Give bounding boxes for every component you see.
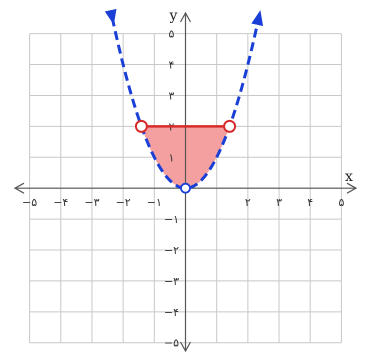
x-tick-label: −۳ [84, 196, 99, 209]
y-tick-label: ۵ [169, 28, 175, 41]
x-tick-label: −۵ [22, 196, 37, 209]
y-tick-label: ۳ [169, 89, 175, 102]
y-tick-label: ۱ [169, 151, 175, 164]
x-tick-label: ۵ [338, 196, 344, 209]
x-axis-arrow-left [13, 182, 25, 194]
x-tick-label: −۲ [116, 196, 131, 209]
x-tick-label: −۴ [53, 196, 68, 209]
x-tick-label: ۲ [245, 196, 251, 209]
x-tick-label: ۳ [276, 196, 282, 209]
x-axis-arrow-right [346, 182, 358, 194]
tick-labels: −۵−۴−۳−۲−۱۲۳۴۵۵۴۳۲۱−۱−۲−۳−۴−۵ [22, 28, 344, 350]
x-tick-label: −۱ [147, 196, 162, 209]
y-tick-label: −۳ [164, 275, 179, 288]
axes [13, 11, 358, 353]
y-tick-label: ۴ [169, 59, 175, 72]
y-tick-label: −۲ [164, 244, 179, 257]
origin-open-point [180, 182, 191, 194]
segment-right-endpoint [223, 119, 237, 133]
y-axis-arrow-bottom [179, 341, 192, 353]
y-tick-label: −۴ [164, 306, 179, 319]
y-tick-label: −۱ [164, 213, 179, 226]
segment-left-endpoint [134, 119, 148, 133]
x-axis-label: x [345, 169, 353, 185]
x-tick-label: ۴ [307, 196, 313, 209]
parabola-curve [104, 8, 264, 190]
y-tick-label: −۵ [164, 337, 179, 350]
y-axis-label: y [169, 8, 178, 24]
